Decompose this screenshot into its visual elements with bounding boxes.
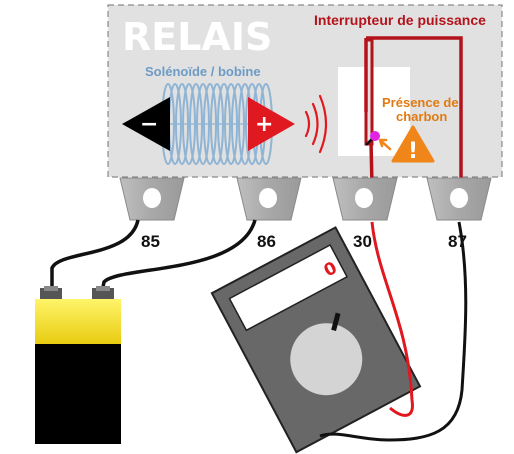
multimeter-display [228, 244, 349, 332]
svg-text:−: − [140, 112, 158, 137]
wire-86-to-battery [100, 219, 257, 293]
terminal-label-85: 85 [141, 232, 160, 251]
coil-winding [175, 83, 189, 165]
coil-winding [217, 83, 231, 165]
switch-label: Interrupteur de puissance [314, 12, 486, 28]
coil-winding [189, 83, 203, 165]
multimeter: 0 [210, 226, 422, 454]
coil-label: Solénoïde / bobine [145, 64, 261, 79]
red-probe-lead [370, 221, 414, 417]
terminal-86 [236, 177, 302, 221]
coil-winding [224, 83, 238, 165]
warning-triangle-icon: ! [378, 125, 435, 164]
black-probe-lead [319, 221, 468, 442]
terminal-85 [119, 177, 185, 221]
multimeter-dial-pointer [331, 312, 341, 332]
coil-winding [182, 83, 196, 165]
terminal-label-30: 30 [353, 232, 372, 251]
signal-waves-icon [304, 94, 328, 154]
negative-pole-icon: − [122, 97, 170, 151]
carbon-warning-label-line1: Présence de [382, 95, 459, 110]
terminal-label-86: 86 [257, 232, 276, 251]
coil-winding [210, 83, 224, 165]
coil-winding [196, 83, 210, 165]
battery [35, 286, 121, 444]
positive-pole-icon: + [248, 97, 295, 151]
terminal-30 [332, 177, 398, 221]
relay-title: RELAIS [122, 15, 272, 59]
carbon-deposit-marker [365, 131, 380, 146]
carbon-warning-label-line2: charbon [396, 109, 447, 124]
coil-winding [203, 83, 217, 165]
terminal-87 [426, 177, 492, 221]
multimeter-dial [290, 323, 363, 396]
coil-winding [231, 83, 245, 165]
wire-85-to-battery [50, 219, 140, 292]
contact-block [338, 67, 410, 156]
svg-text:+: + [255, 112, 273, 137]
svg-text:!: ! [408, 139, 418, 164]
power-switch-circuit [364, 36, 463, 186]
